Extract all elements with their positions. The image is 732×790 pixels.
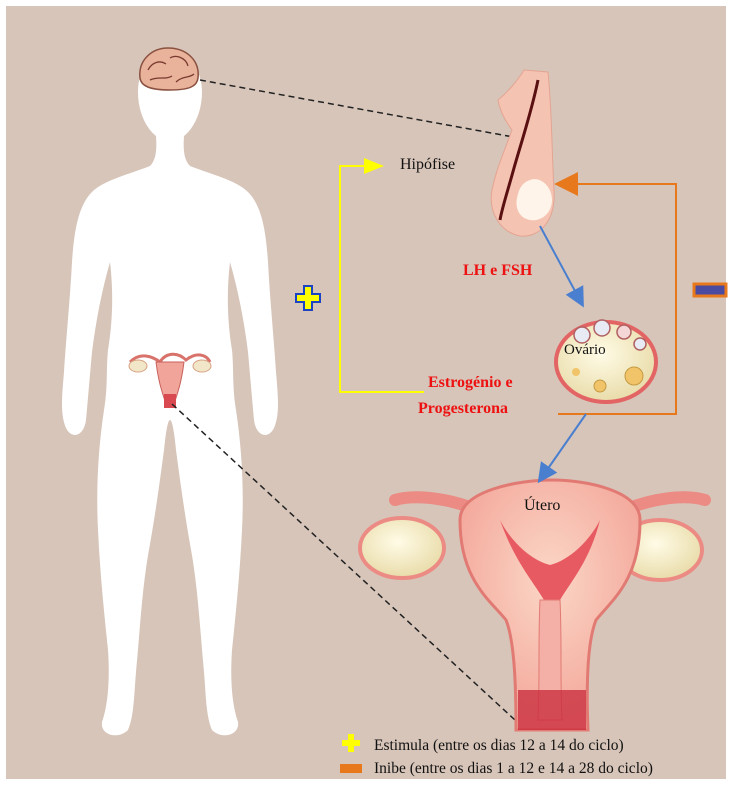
label-hipofise: Hipófise [400, 156, 455, 174]
label-ovario: Ovário [564, 342, 606, 359]
legend-inhibit-text: Inibe (entre os dias 1 a 12 e 14 a 28 do… [374, 760, 653, 778]
label-estrogenio: Estrogénio e [428, 374, 513, 392]
label-progesterona: Progesterona [418, 400, 508, 418]
label-lh-fsh: LH e FSH [463, 262, 532, 280]
minus-icon [694, 284, 726, 296]
legend-stimulate-text: Estimula (entre os dias 12 a 14 do ciclo… [374, 737, 624, 755]
brain-icon [140, 48, 198, 90]
ovary-icon [556, 320, 656, 402]
label-utero: Útero [524, 497, 560, 515]
legend-minus-icon [340, 764, 362, 773]
